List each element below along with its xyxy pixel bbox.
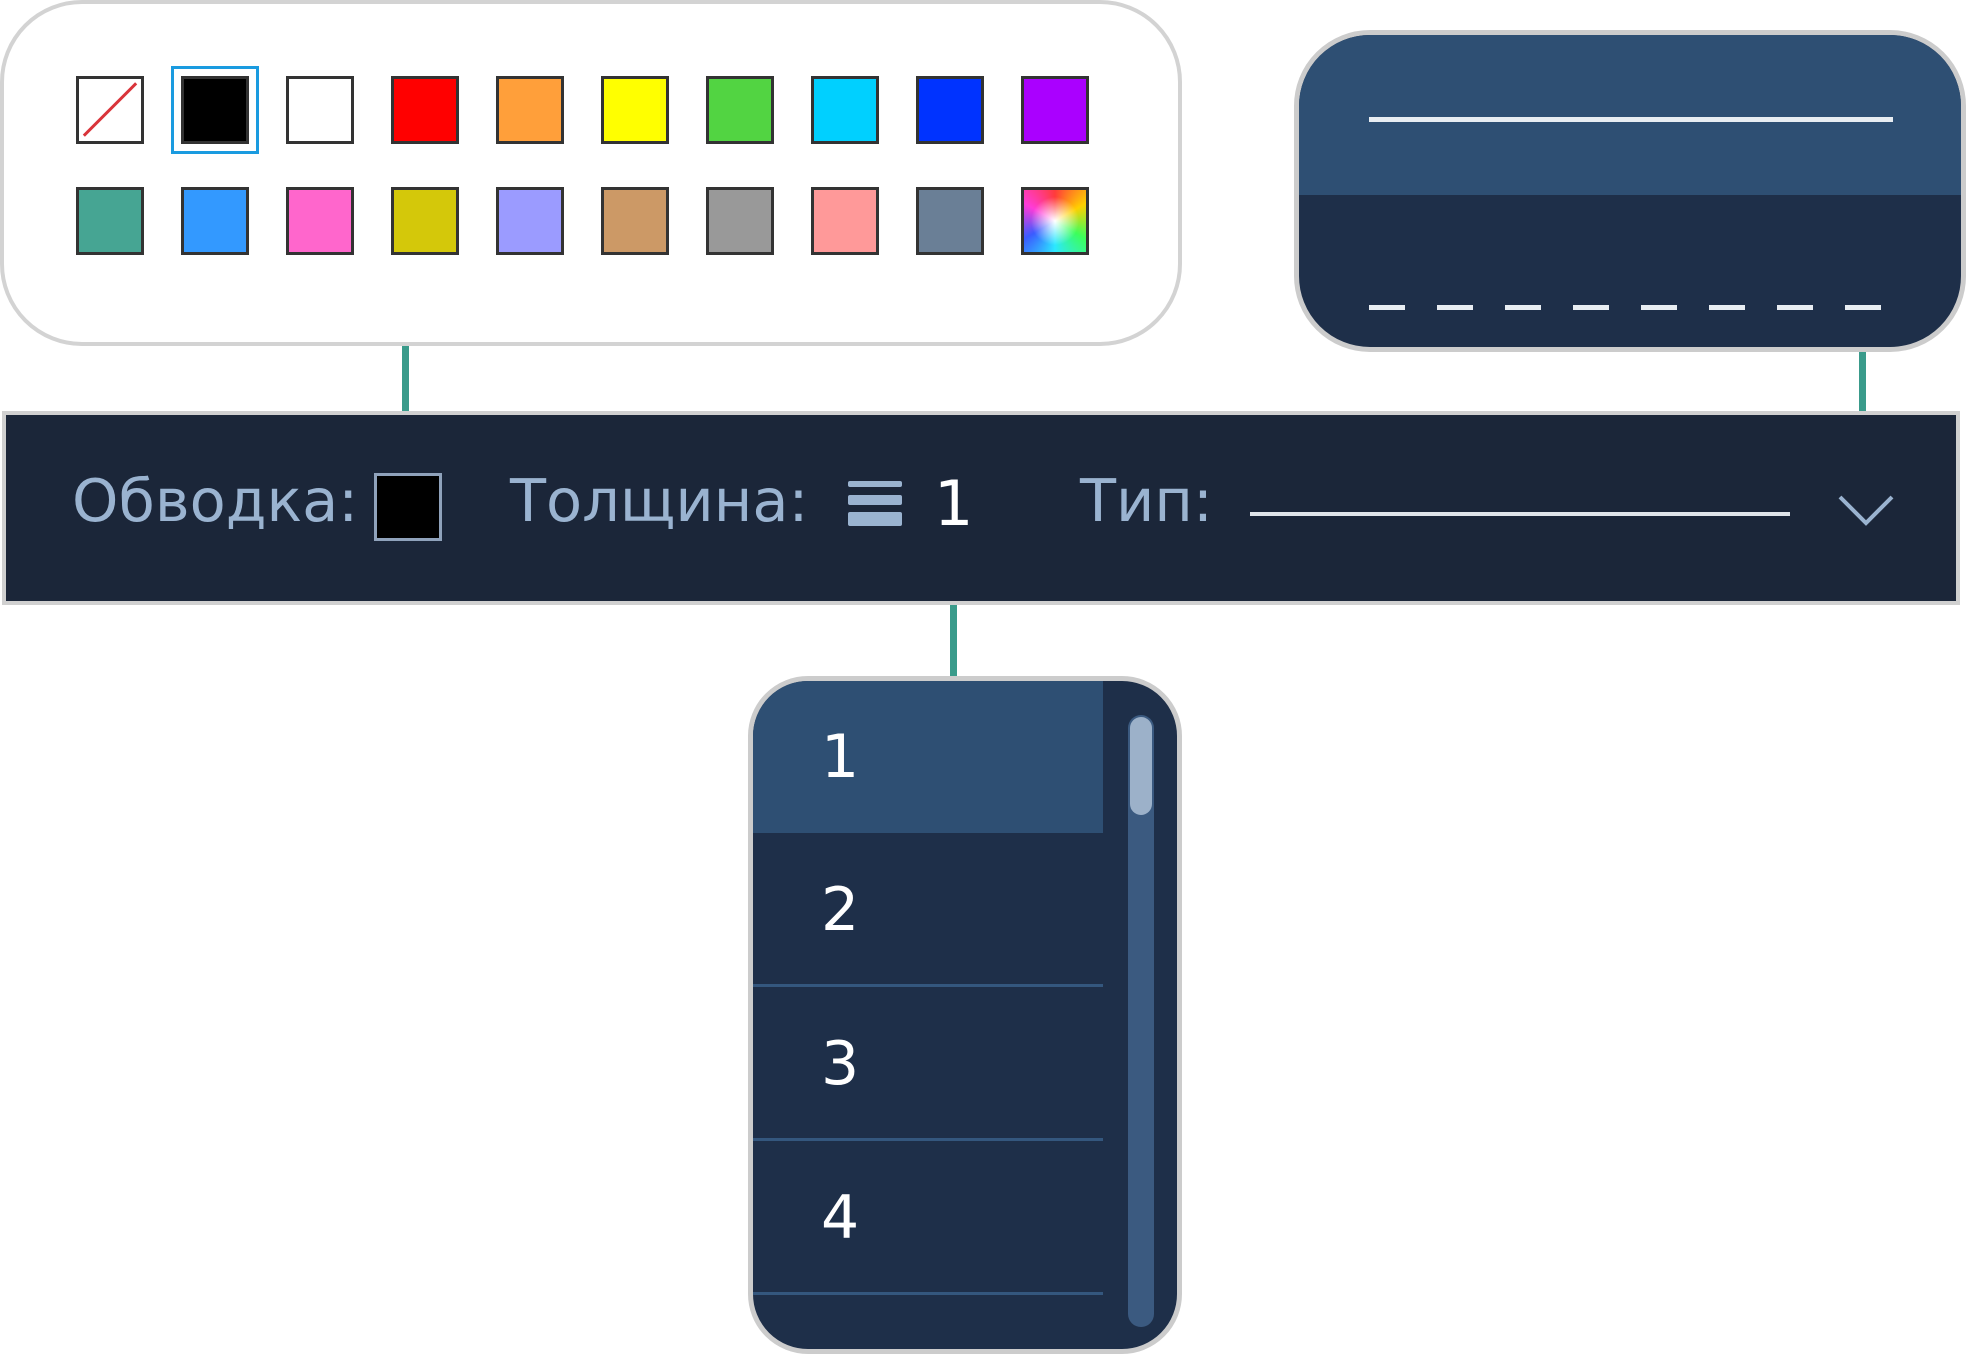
scrollbar-thumb[interactable] xyxy=(1130,717,1152,815)
line-type-select[interactable] xyxy=(1242,455,1912,555)
color-swatch[interactable] xyxy=(1021,76,1089,144)
thickness-option-label: 4 xyxy=(821,1182,860,1253)
thickness-button[interactable]: 1 xyxy=(838,465,988,555)
color-swatch[interactable] xyxy=(391,187,459,255)
no-color-swatch[interactable] xyxy=(76,76,144,144)
thickness-dropdown: 4 3 2 1 xyxy=(748,676,1182,1354)
color-swatch[interactable] xyxy=(76,187,144,255)
color-swatch[interactable] xyxy=(496,76,564,144)
color-swatch[interactable] xyxy=(181,187,249,255)
thickness-option-label: 2 xyxy=(821,874,860,945)
line-thickness-icon xyxy=(848,481,902,526)
dashed-line-icon xyxy=(1369,305,1893,310)
thickness-option-2[interactable]: 2 xyxy=(753,835,1103,987)
line-type-option-solid[interactable] xyxy=(1299,35,1961,195)
scrollbar-track[interactable] xyxy=(1128,715,1154,1327)
color-swatch[interactable] xyxy=(171,66,259,154)
stroke-color-button[interactable] xyxy=(374,473,442,541)
callout-connector-thickness xyxy=(950,575,957,677)
color-swatch[interactable] xyxy=(286,76,354,144)
color-swatch[interactable] xyxy=(286,187,354,255)
color-swatch[interactable] xyxy=(601,187,669,255)
stroke-label: Обводка: xyxy=(72,466,359,535)
line-type-option-dashed[interactable] xyxy=(1299,195,1961,347)
thickness-label: Толщина: xyxy=(510,466,809,535)
thickness-option-label: 3 xyxy=(821,1028,860,1099)
stroke-toolbar: Обводка: Толщина: 1 Тип: xyxy=(2,411,1960,605)
line-type-dropdown xyxy=(1294,30,1966,352)
thickness-option-label: 1 xyxy=(821,722,860,792)
color-swatch[interactable] xyxy=(601,76,669,144)
stroke-color-palette xyxy=(0,0,1182,346)
chevron-down-icon xyxy=(1838,495,1894,526)
color-swatch[interactable] xyxy=(706,187,774,255)
color-swatch[interactable] xyxy=(811,76,879,144)
color-swatch[interactable] xyxy=(391,76,459,144)
color-swatch[interactable] xyxy=(496,187,564,255)
thickness-option-1[interactable]: 1 xyxy=(753,681,1103,833)
callout-connector-palette xyxy=(402,346,409,442)
callout-connector-line-type xyxy=(1859,352,1866,442)
color-swatch[interactable] xyxy=(811,187,879,255)
type-label: Тип: xyxy=(1080,466,1213,535)
custom-color-swatch[interactable] xyxy=(1021,187,1089,255)
thickness-value: 1 xyxy=(934,467,974,540)
solid-line-icon xyxy=(1369,117,1893,122)
thickness-option-4[interactable]: 4 xyxy=(753,1143,1103,1295)
color-swatch[interactable] xyxy=(916,76,984,144)
solid-line-icon xyxy=(1250,512,1790,516)
color-swatch[interactable] xyxy=(916,187,984,255)
color-swatch[interactable] xyxy=(706,76,774,144)
thickness-option-3[interactable]: 3 xyxy=(753,989,1103,1141)
